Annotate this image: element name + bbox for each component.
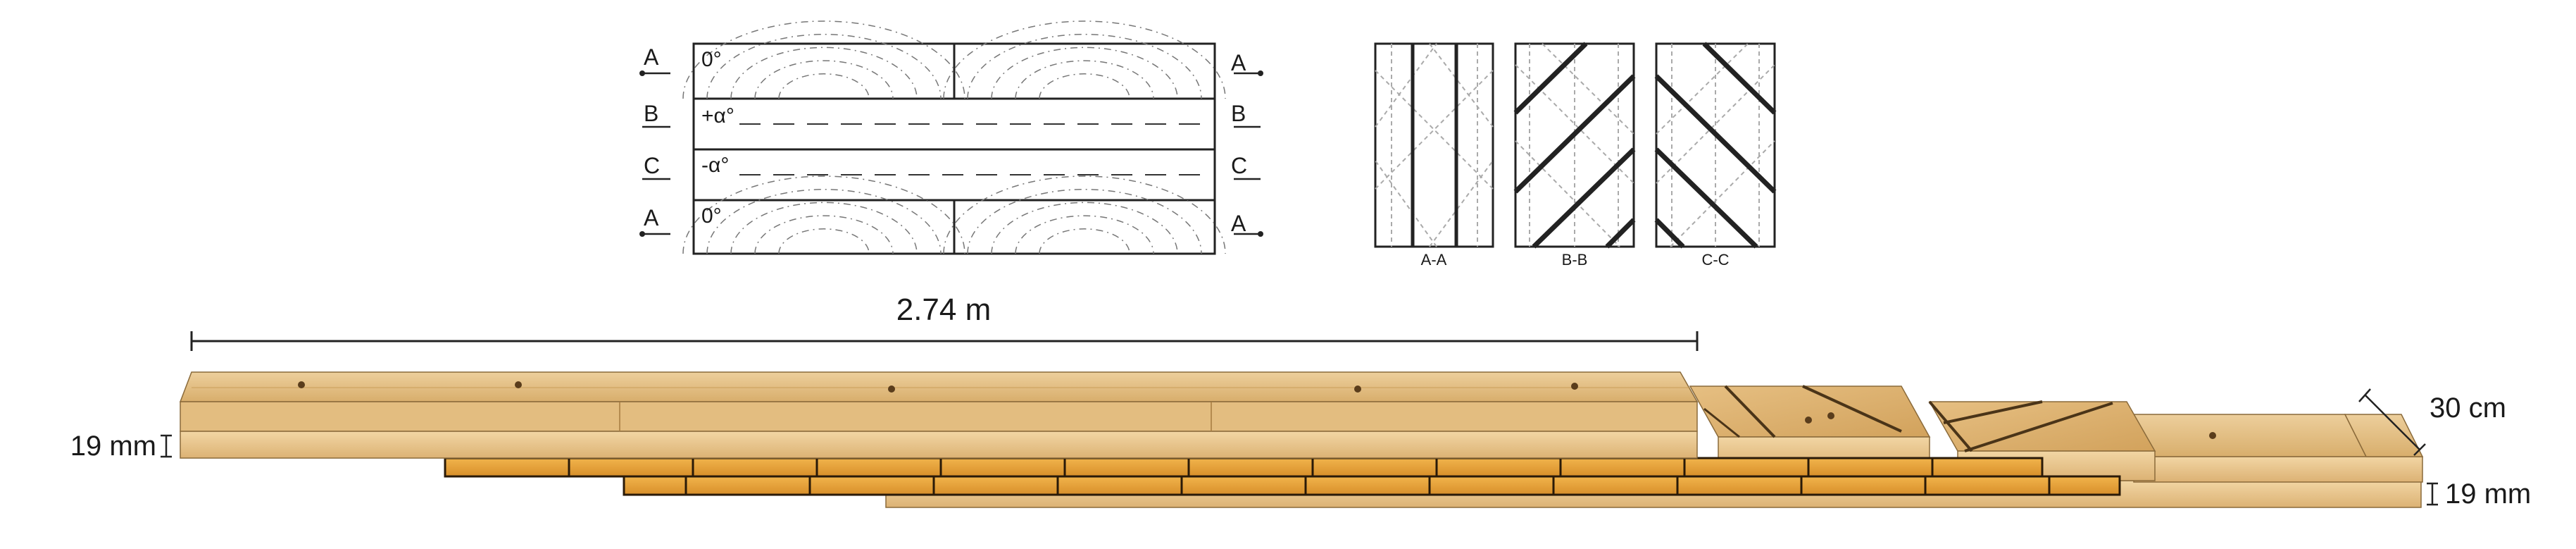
thickness-dimension-right: 19 mm — [2427, 479, 2531, 510]
lamella-strip — [1304, 475, 1431, 496]
section-view-label: A-A — [1421, 251, 1447, 269]
growth-ring — [754, 60, 894, 99]
section-view-b-b: B-B — [1513, 42, 1636, 269]
length-dimension: 2.74 m — [190, 292, 1699, 351]
growth-ring — [682, 20, 965, 99]
growth-ring — [991, 47, 1178, 99]
thickness-label-right: 19 mm — [2445, 479, 2531, 510]
length-label: 2.74 m — [896, 292, 992, 327]
lamella-strip — [1559, 457, 1686, 478]
lamella-strip — [1180, 475, 1307, 496]
lamella-strip — [1552, 475, 1679, 496]
stacked-planks — [179, 371, 2424, 508]
growth-ring — [730, 202, 918, 254]
lamella-strip — [1683, 457, 1810, 478]
layer-diagram: 0° +α° -α° 0° A B C A A B C A — [639, 20, 1263, 255]
section-marker-label: A — [1231, 211, 1246, 236]
lamella-strips — [444, 457, 2121, 496]
row-angle-label: 0° — [701, 204, 722, 228]
section-marker-label: C — [1231, 153, 1247, 178]
growth-ring — [1039, 228, 1130, 254]
lamella-strip — [939, 457, 1066, 478]
growth-ring — [967, 33, 1202, 99]
lamella-strip — [1056, 475, 1183, 496]
lamella-strip — [808, 475, 935, 496]
lamella-strip — [1428, 475, 1555, 496]
row-angle-label: 0° — [701, 48, 722, 71]
growth-ring — [943, 20, 1226, 99]
section-marker-label: A — [1231, 50, 1246, 75]
lamella-strip — [1063, 457, 1190, 478]
lamella-strip — [1931, 457, 2044, 478]
growth-ring — [943, 175, 1226, 254]
lamella-strip — [2048, 475, 2121, 496]
lamella-strip — [1807, 457, 1934, 478]
growth-ring — [967, 188, 1202, 254]
section-markers-right: A B C A — [1231, 50, 1263, 237]
lamella-strip — [1187, 457, 1314, 478]
lamella-strip — [1676, 475, 1803, 496]
row-angle-label: +α° — [701, 104, 734, 128]
growth-ring — [682, 175, 965, 254]
section-marker-label: A — [644, 205, 659, 230]
lamella-strip — [692, 457, 818, 478]
lamella-strip — [1924, 475, 2051, 496]
section-view-label: B-B — [1562, 251, 1588, 269]
growth-ring — [754, 215, 894, 254]
thickness-label-left: 19 mm — [70, 431, 156, 462]
lamella-strip — [1435, 457, 1562, 478]
growth-ring — [1015, 215, 1154, 254]
lamella-strip — [568, 457, 694, 478]
lamella-strip — [623, 475, 687, 496]
section-view-a-a: A-A — [1374, 42, 1494, 269]
section-view-c-c: C-C — [1654, 42, 1777, 269]
growth-ring — [778, 228, 870, 254]
section-view-label: C-C — [1701, 251, 1729, 269]
width-dimension: 30 cm — [2358, 388, 2506, 456]
row-angle-label: -α° — [701, 154, 729, 177]
section-markers-left: A B C A — [639, 44, 670, 237]
ply-panel-2 — [1689, 385, 1931, 467]
lamella-strip — [932, 475, 1059, 496]
growth-ring — [730, 47, 918, 99]
growth-ring — [778, 73, 870, 99]
lamella-strip — [815, 457, 942, 478]
section-marker-label: A — [644, 44, 659, 70]
end-plank — [2111, 414, 2424, 483]
growth-ring — [991, 202, 1178, 254]
section-marker-label: C — [644, 153, 660, 178]
section-marker-label: B — [644, 101, 658, 126]
width-label: 30 cm — [2430, 393, 2506, 424]
section-marker-label: B — [1231, 101, 1246, 126]
growth-ring — [1039, 73, 1130, 99]
growth-ring — [706, 33, 942, 99]
growth-ring — [706, 188, 942, 254]
top-plank — [179, 371, 1812, 459]
lamella-strip — [1311, 457, 1438, 478]
thickness-dimension-left: 19 mm — [70, 431, 172, 462]
lamella-strip — [444, 457, 570, 478]
growth-ring — [1015, 60, 1154, 99]
lamella-strip — [1800, 475, 1927, 496]
lamella-strip — [684, 475, 811, 496]
section-views: A-A B-B — [1374, 42, 1777, 269]
